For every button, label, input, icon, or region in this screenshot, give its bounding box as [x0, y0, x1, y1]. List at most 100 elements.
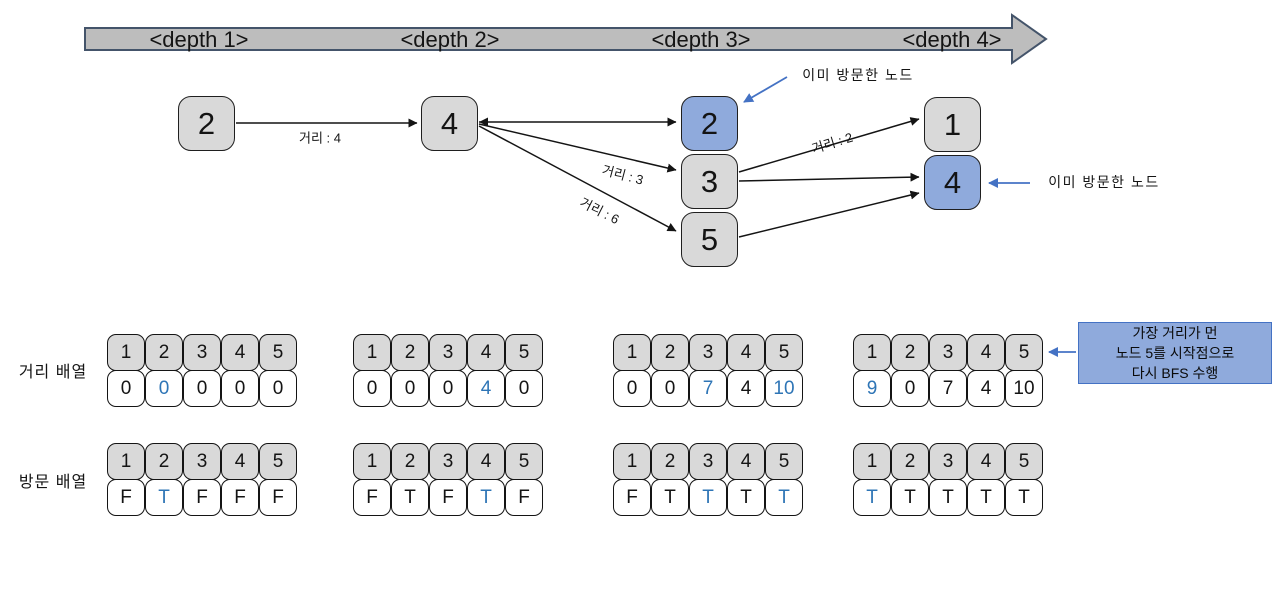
visited-array-label: 방문 배열 — [18, 474, 88, 491]
distance-value-cell-g4-3: 7 — [929, 370, 967, 407]
node-2-depth1: 2 — [178, 96, 235, 151]
visited-note-right: 이미 방문한 노드 — [1048, 174, 1160, 190]
distance-header-cell-g1-4: 4 — [221, 334, 259, 371]
banner-label-depth-4: <depth 4> — [902, 27, 1002, 52]
depth-axis-arrow — [84, 13, 1048, 65]
distance-header-cell-g4-4: 4 — [967, 334, 1005, 371]
visited-header-cell-g2-2: 2 — [391, 443, 429, 480]
banner-label-depth-1: <depth 1> — [149, 27, 249, 52]
distance-value-cell-g4-2: 0 — [891, 370, 929, 407]
distance-value-cell-g2-2: 0 — [391, 370, 429, 407]
edge-4-to-3-line — [478, 123, 677, 173]
distance-header-cell-g4-2: 2 — [891, 334, 929, 371]
distance-header-cell-g2-2: 2 — [391, 334, 429, 371]
visited-header-cell-g2-4: 4 — [467, 443, 505, 480]
distance-array-label: 거리 배열 — [18, 364, 88, 381]
distance-value-cell-g3-5: 10 — [765, 370, 803, 407]
distance-value-cell-g1-3: 0 — [183, 370, 221, 407]
visited-value-cell-g2-5: F — [505, 479, 543, 516]
visited-note-top: 이미 방문한 노드 — [802, 67, 914, 83]
distance-value-cell-g3-2: 0 — [651, 370, 689, 407]
distance-value-cell-g4-4: 4 — [967, 370, 1005, 407]
visited-value-cell-g3-4: T — [727, 479, 765, 516]
visited-header-cell-g1-2: 2 — [145, 443, 183, 480]
distance-value-cell-g2-1: 0 — [353, 370, 391, 407]
visited-header-cell-g3-4: 4 — [727, 443, 765, 480]
distance-header-cell-g1-3: 3 — [183, 334, 221, 371]
visited-header-cell-g2-3: 3 — [429, 443, 467, 480]
visited-header-cell-g1-1: 1 — [107, 443, 145, 480]
visited-value-cell-g3-2: T — [651, 479, 689, 516]
distance-header-cell-g3-1: 1 — [613, 334, 651, 371]
visited-value-cell-g4-1: T — [853, 479, 891, 516]
visited-value-cell-g2-1: F — [353, 479, 391, 516]
visited-value-cell-g3-3: T — [689, 479, 727, 516]
distance-header-cell-g3-4: 4 — [727, 334, 765, 371]
visited-value-cell-g1-5: F — [259, 479, 297, 516]
distance-value-cell-g3-4: 4 — [727, 370, 765, 407]
edge-3-to-4-line — [738, 172, 920, 182]
distance-header-cell-g3-5: 5 — [765, 334, 803, 371]
edge-3-to-1-line — [738, 117, 920, 173]
visited-value-cell-g4-4: T — [967, 479, 1005, 516]
visited-note-top-arrow — [743, 76, 788, 103]
distance-value-cell-g2-4: 4 — [467, 370, 505, 407]
visited-header-cell-g3-2: 2 — [651, 443, 689, 480]
visited-value-cell-g3-5: T — [765, 479, 803, 516]
node-4-depth2: 4 — [421, 96, 478, 151]
distance-value-cell-g1-5: 0 — [259, 370, 297, 407]
restart-bfs-callout: 가장 거리가 먼 노드 5를 시작점으로 다시 BFS 수행 — [1078, 322, 1272, 384]
distance-value-cell-g1-1: 0 — [107, 370, 145, 407]
callout-line-3: 다시 BFS 수행 — [1131, 365, 1219, 381]
distance-value-cell-g4-5: 10 — [1005, 370, 1043, 407]
distance-value-cell-g1-2: 0 — [145, 370, 183, 407]
distance-value-cell-g3-3: 7 — [689, 370, 727, 407]
node-1-depth4: 1 — [924, 97, 981, 152]
visited-header-cell-g3-3: 3 — [689, 443, 727, 480]
visited-header-cell-g4-1: 1 — [853, 443, 891, 480]
visited-header-cell-g2-1: 1 — [353, 443, 391, 480]
visited-value-cell-g2-3: F — [429, 479, 467, 516]
distance-value-cell-g3-1: 0 — [613, 370, 651, 407]
banner-label-depth-2: <depth 2> — [400, 27, 500, 52]
visited-header-cell-g3-1: 1 — [613, 443, 651, 480]
visited-header-cell-g4-2: 2 — [891, 443, 929, 480]
visited-value-cell-g4-5: T — [1005, 479, 1043, 516]
visited-header-cell-g4-4: 4 — [967, 443, 1005, 480]
node-3-depth3: 3 — [681, 154, 738, 209]
node-5-depth3: 5 — [681, 212, 738, 267]
distance-header-cell-g2-5: 5 — [505, 334, 543, 371]
distance-header-cell-g3-3: 3 — [689, 334, 727, 371]
distance-value-cell-g2-3: 0 — [429, 370, 467, 407]
visited-value-cell-g2-4: T — [467, 479, 505, 516]
banner-label-depth-3: <depth 3> — [651, 27, 751, 52]
visited-value-cell-g1-4: F — [221, 479, 259, 516]
distance-value-cell-g1-4: 0 — [221, 370, 259, 407]
distance-header-cell-g4-5: 5 — [1005, 334, 1043, 371]
visited-value-cell-g4-2: T — [891, 479, 929, 516]
distance-header-cell-g2-4: 4 — [467, 334, 505, 371]
visited-header-cell-g1-4: 4 — [221, 443, 259, 480]
visited-header-cell-g1-5: 5 — [259, 443, 297, 480]
callout-line-1: 가장 거리가 먼 — [1132, 325, 1218, 341]
edge-4-to-5-line — [478, 125, 677, 232]
visited-header-cell-g4-5: 5 — [1005, 443, 1043, 480]
callout-line-2: 노드 5를 시작점으로 — [1115, 345, 1235, 361]
visited-value-cell-g1-1: F — [107, 479, 145, 516]
visited-value-cell-g1-3: F — [183, 479, 221, 516]
visited-header-cell-g1-3: 3 — [183, 443, 221, 480]
distance-header-cell-g2-1: 1 — [353, 334, 391, 371]
visited-value-cell-g1-2: T — [145, 479, 183, 516]
distance-header-cell-g1-5: 5 — [259, 334, 297, 371]
distance-header-cell-g4-3: 3 — [929, 334, 967, 371]
visited-value-cell-g4-3: T — [929, 479, 967, 516]
edge-5-to-4-line — [738, 190, 920, 238]
distance-value-cell-g4-1: 9 — [853, 370, 891, 407]
edge-4-to-2-backhead — [479, 117, 488, 127]
distance-header-cell-g1-1: 1 — [107, 334, 145, 371]
node-4-depth4: 4 — [924, 155, 981, 210]
distance-value-cell-g2-5: 0 — [505, 370, 543, 407]
distance-header-cell-g2-3: 3 — [429, 334, 467, 371]
visited-header-cell-g2-5: 5 — [505, 443, 543, 480]
